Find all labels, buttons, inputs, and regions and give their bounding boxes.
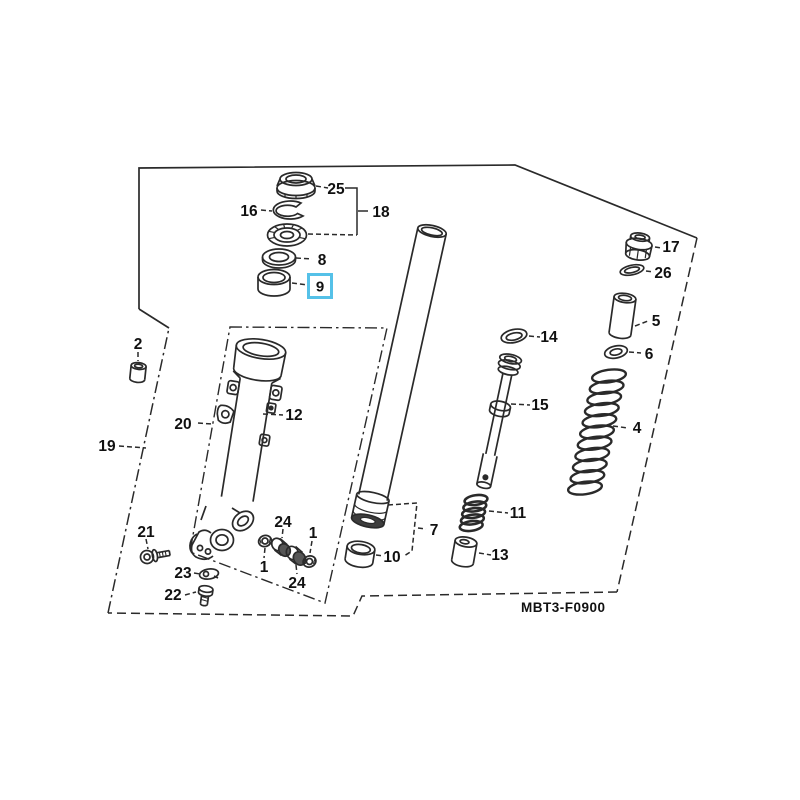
part-6-spring-seat: [603, 344, 629, 360]
part-11-rebound-spring: [458, 493, 489, 533]
part-12-axle-housing: [189, 505, 255, 561]
part-8-oil-seal: [261, 248, 297, 269]
part-4-fork-spring: [566, 368, 628, 496]
part-12-fork-slider: [216, 337, 287, 502]
part-7-fork-tube: [350, 223, 448, 529]
callout-5: 5: [652, 313, 661, 330]
callout-10: 10: [383, 549, 400, 566]
callout-7: 7: [430, 522, 439, 539]
callout-24b: 24: [288, 575, 306, 592]
group-20-outline-box: [189, 326, 388, 604]
callout-13: 13: [491, 547, 509, 564]
leader-lines: [118, 185, 663, 596]
callout-18: 18: [372, 204, 390, 221]
callout-20: 20: [174, 416, 191, 433]
callout-9: 9: [316, 279, 324, 296]
callout-6: 6: [645, 346, 654, 363]
highlight-box: [307, 273, 333, 299]
diagram-code: MBT3-F0900: [521, 600, 606, 615]
part-21-bolt: [139, 548, 171, 565]
callout-25: 25: [327, 181, 345, 198]
part-22-drain-screw: [197, 584, 214, 607]
part-23-clip: [198, 568, 220, 580]
part-17-fork-bolt: [624, 232, 653, 261]
part-1a-nut: [257, 534, 273, 548]
callout-4: 4: [633, 420, 642, 437]
callout-8: 8: [318, 252, 327, 269]
part-13-oil-lock-piece: [450, 536, 478, 568]
callout-1a: 1: [309, 525, 318, 542]
callout-16: 16: [240, 203, 258, 220]
part-14-backup-ring: [500, 328, 528, 344]
callout-21: 21: [137, 524, 155, 541]
callout-22: 22: [164, 587, 181, 604]
part-25-fork-cap: [276, 171, 316, 200]
callout-17: 17: [662, 239, 679, 256]
callout-12: 12: [285, 407, 302, 424]
callout-11: 11: [510, 505, 527, 522]
callout-26: 26: [654, 265, 672, 282]
callout-15: 15: [531, 397, 549, 414]
part-5-collar: [608, 292, 637, 340]
part-9-dust-seal: [257, 268, 291, 297]
part-18-spring-seat: [266, 223, 308, 247]
callout-2: 2: [134, 336, 143, 353]
part-26-o-ring: [619, 263, 645, 277]
part-24b-bushing: [285, 545, 307, 567]
callout-24a: 24: [274, 514, 292, 531]
callout-19: 19: [98, 438, 116, 455]
group-18-bracket: [345, 187, 368, 235]
plate-border: [107, 164, 698, 617]
part-2-bushing: [128, 361, 147, 384]
part-10-bushing: [344, 540, 376, 569]
part-1b-nut: [302, 555, 317, 568]
highlighted-callout-9[interactable]: 9: [307, 273, 333, 299]
callout-1b: 1: [260, 559, 269, 576]
part-15-damper-rod: [476, 353, 523, 490]
part-16-stopper-ring: [272, 200, 305, 220]
callout-23: 23: [174, 565, 192, 582]
callout-14: 14: [540, 329, 558, 346]
